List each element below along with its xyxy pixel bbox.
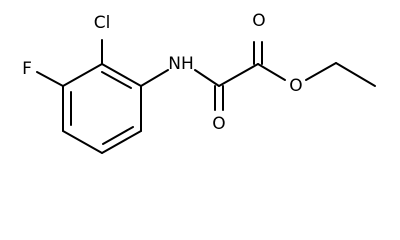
bond-c1-n (140, 69, 169, 87)
ring-bond-c5-c6 (101, 130, 142, 154)
atom-label-o-ester: O (289, 76, 302, 96)
bond-o-ch2 (305, 62, 337, 81)
ring-bond-c2-c3 (62, 63, 103, 87)
ring-inner-bond-c1-c2 (101, 71, 132, 89)
atom-label-o-carbonyl-top: O (252, 11, 265, 31)
ring-bond-c4-c5 (62, 130, 103, 154)
ring-inner-bond-c5-c6 (102, 126, 134, 145)
bond-c-c-oxalyl (218, 63, 259, 87)
atom-label-cl: Cl (94, 13, 111, 33)
ring-bond-c1-c2 (101, 63, 142, 87)
atom-label-f: F (22, 59, 32, 79)
bond-c3-f (36, 71, 64, 87)
molecule-structure: Cl F NH O O O (22, 11, 376, 154)
atom-label-o-carbonyl-bottom: O (212, 114, 225, 134)
bond-n-carbonyl-c (194, 69, 220, 87)
bond-ester-c-o-single (257, 63, 286, 81)
atom-label-nh: NH (168, 54, 194, 74)
benzene-ring (62, 63, 142, 154)
bond-ch2-ch3 (335, 62, 376, 87)
